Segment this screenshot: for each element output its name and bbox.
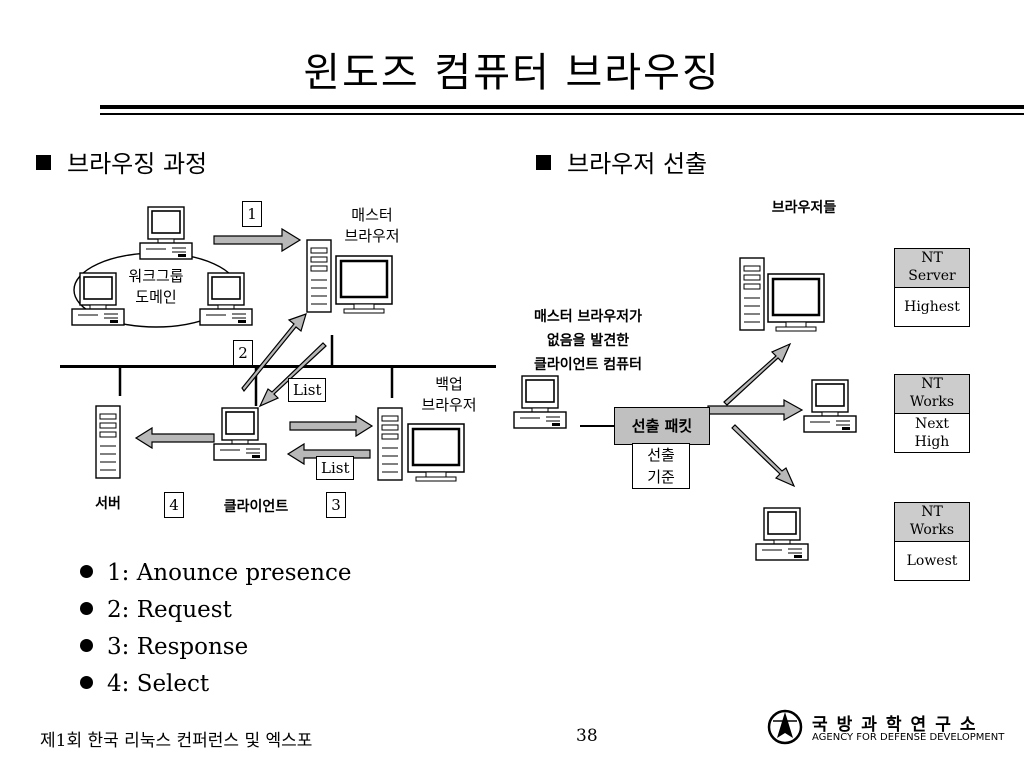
bullet-item: 2: Request: [80, 592, 351, 629]
election-criteria-line1: 선출: [647, 446, 675, 464]
arrow-2-response: [258, 342, 327, 408]
arrow-1: [213, 227, 302, 253]
arrow-3: [286, 442, 371, 466]
bullet-text: 4: Select: [107, 671, 210, 697]
nt-box-workstation-lowest: NT Works Lowest: [894, 502, 970, 581]
nt-box-type-line2: Works: [909, 394, 955, 410]
logo-english-text: AGENCY FOR DEFENSE DEVELOPMENT: [812, 732, 1005, 743]
bullet-text: 1: Anounce presence: [107, 560, 352, 586]
nt-box-server: NT Server Highest: [894, 248, 970, 327]
arrow-2-request: [241, 313, 307, 393]
nt-server-monitor: [766, 272, 826, 333]
election-criteria-line2: 기준: [647, 468, 675, 486]
master-browser-label-line2: 브라우저: [344, 227, 400, 245]
square-bullet-icon: [536, 155, 551, 170]
arrow-list-to-backup: [289, 414, 374, 438]
server-tower: [95, 405, 121, 479]
logo-korean-text: 국방과학연구소: [812, 715, 985, 735]
workgroup-label-line2: 도메인: [135, 288, 177, 306]
master-browser-label: 매스터 브라우저: [340, 205, 404, 247]
election-client-label-line2: 없음을 발견한: [546, 333, 630, 349]
left-heading-text: 브라우징 과정: [67, 150, 208, 178]
nt-box-type-line2: Works: [909, 522, 955, 538]
election-client-label-line3: 클라이언트 컴퓨터: [534, 357, 642, 373]
nt-box-rank-line2: High: [914, 434, 950, 450]
client-label: 클라이언트: [223, 499, 289, 515]
nt-box-type-line1: NT: [921, 504, 943, 520]
arrow-to-workstation-1: [707, 398, 804, 422]
election-client-label: 매스터 브라우저가 없음을 발견한 클라이언트 컴퓨터: [508, 305, 668, 377]
workgroup-pc-right: [199, 272, 253, 326]
left-heading: 브라우징 과정: [36, 144, 207, 179]
step-2-box: 2: [233, 340, 253, 366]
nt-server-tower: [739, 257, 765, 331]
master-browser-monitor: [334, 254, 394, 315]
nt-box-rank: Lowest: [895, 542, 969, 580]
right-heading: 브라우저 선출: [536, 144, 707, 179]
bullet-dot-icon: [80, 565, 93, 578]
bullet-item: 3: Response: [80, 629, 351, 666]
bullet-list: 1: Anounce presence 2: Request 3: Respon…: [80, 555, 351, 703]
arrow-4: [134, 426, 215, 450]
backup-browser-label: 백업 브라우저: [414, 374, 484, 416]
bullet-dot-icon: [80, 676, 93, 689]
nt-box-rank-line1: Lowest: [906, 553, 958, 569]
nt-box-type-line1: NT: [921, 376, 943, 392]
workgroup-label-line1: 워크그룹: [128, 267, 184, 285]
nt-box-rank: Highest: [895, 288, 969, 326]
bullet-text: 2: Request: [107, 597, 232, 623]
page-title: 윈도즈 컴퓨터 브라우징: [303, 50, 721, 96]
list-box-lower: List: [316, 456, 355, 480]
workgroup-label: 워크그룹 도메인: [124, 266, 188, 308]
step-4-box: 4: [164, 492, 184, 518]
nt-box-workstation-next: NT Works Next High: [894, 374, 970, 453]
page-number: 38: [576, 726, 598, 746]
workgroup-pc-left: [71, 272, 125, 326]
election-client-computer: [513, 375, 567, 429]
arrow-to-workstation-2: [731, 424, 796, 488]
election-client-label-line1: 매스터 브라우저가: [534, 309, 642, 325]
nt-box-rank-line1: Next: [914, 416, 950, 432]
title-rule-thin: [100, 113, 1024, 115]
master-browser-label-line1: 매스터: [351, 206, 393, 224]
backup-browser-monitor: [406, 422, 466, 483]
list-box-upper: List: [288, 378, 327, 402]
browsers-label: 브라우저들: [771, 200, 837, 216]
network-bus: [60, 365, 496, 368]
backup-browser-tower: [377, 407, 403, 481]
nt-box-type: NT Server: [895, 249, 969, 288]
square-bullet-icon: [36, 155, 51, 170]
nt-workstation-1: [803, 379, 857, 433]
bullet-text: 3: Response: [107, 634, 249, 660]
right-heading-text: 브라우저 선출: [567, 150, 708, 178]
nt-workstation-2: [755, 507, 809, 561]
nt-box-rank: Next High: [895, 414, 969, 452]
master-browser-tower: [306, 239, 332, 313]
nt-box-rank-line1: Highest: [904, 299, 960, 315]
step-1-box: 1: [242, 201, 262, 227]
nt-box-type-line2: Server: [908, 268, 956, 284]
title-rule-thick: [100, 105, 1024, 109]
bullet-item: 1: Anounce presence: [80, 555, 351, 592]
server-label: 서버: [95, 496, 121, 512]
backup-browser-label-line1: 백업: [435, 375, 463, 393]
workgroup-pc-top: [139, 206, 193, 260]
step-3-box: 3: [326, 492, 346, 518]
nt-box-type: NT Works: [895, 375, 969, 414]
backup-browser-label-line2: 브라우저: [421, 396, 477, 414]
add-emblem-icon: [767, 709, 803, 745]
bullet-dot-icon: [80, 602, 93, 615]
arrow-to-server: [723, 342, 792, 406]
client-computer: [213, 407, 267, 461]
nt-box-type-line1: NT: [921, 250, 943, 266]
election-criteria-box: 선출 기준: [632, 443, 690, 489]
bullet-dot-icon: [80, 639, 93, 652]
bullet-item: 4: Select: [80, 666, 351, 703]
footer-text: 제1회 한국 리눅스 컨퍼런스 및 엑스포: [40, 731, 313, 751]
election-packet-box: 선출 패킷: [614, 407, 710, 445]
nt-box-type: NT Works: [895, 503, 969, 542]
